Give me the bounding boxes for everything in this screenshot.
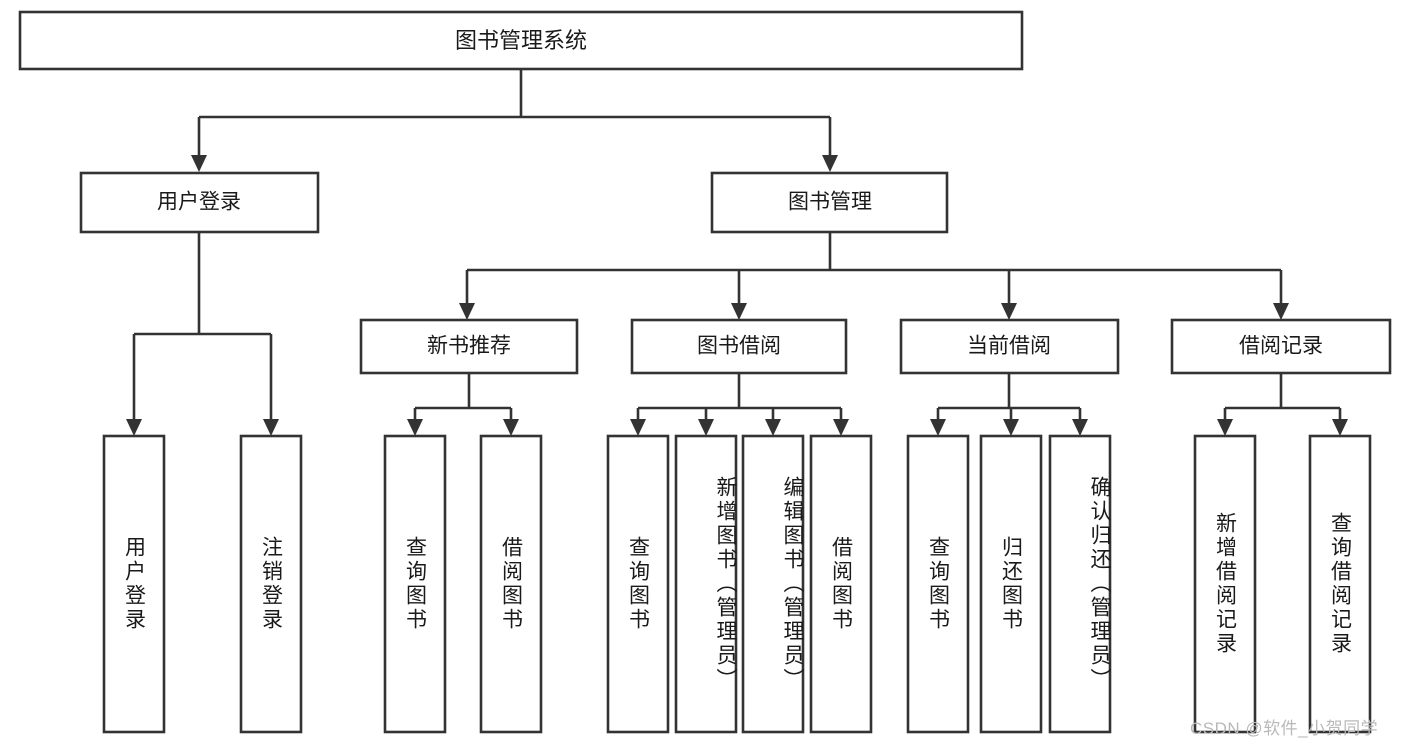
node-box-nbr-borrow-book[interactable] (479, 434, 543, 734)
node-box-book-borrow[interactable] (630, 318, 848, 375)
node-box-cb-query-book[interactable] (906, 434, 970, 734)
node-box-root[interactable] (18, 10, 1024, 71)
node-box-book-management[interactable] (710, 171, 949, 234)
arrow-cb-child-3 (1072, 419, 1088, 436)
arrow-bb-child-2 (698, 419, 714, 436)
arrow-bm-to-book-borrow (731, 303, 747, 320)
node-label-user-login: 用户登录 (157, 191, 241, 214)
node-label-book-management: 图书管理 (788, 191, 872, 214)
arrow-cb-child-1 (930, 419, 946, 436)
arrow-bm-to-current-borrow (1001, 303, 1017, 320)
arrow-nbr-child-2 (503, 419, 519, 436)
node-box-br-query-record[interactable] (1308, 434, 1372, 734)
arrow-bb-child-1 (630, 419, 646, 436)
arrow-nbr-child-1 (407, 419, 423, 436)
node-box-user-logout[interactable] (239, 434, 303, 734)
node-box-bb-query-book[interactable] (606, 434, 670, 734)
watermark-text: CSDN @软件_小贺同学 (1190, 719, 1379, 738)
node-box-cb-return-book[interactable] (979, 434, 1043, 734)
arrow-cb-child-2 (1003, 419, 1019, 436)
node-box-nbr-query-book[interactable] (383, 434, 447, 734)
node-box-user-login-do[interactable] (102, 434, 166, 734)
node-label-new-book-recommend: 新书推荐 (427, 335, 511, 358)
node-box-br-add-record[interactable] (1193, 434, 1257, 734)
arrow-br-child-1 (1217, 419, 1233, 436)
node-box-current-borrow[interactable] (899, 318, 1120, 375)
node-label-book-borrow: 图书借阅 (697, 335, 781, 358)
node-box-bb-borrow-book[interactable] (809, 434, 873, 734)
node-label-borrow-records: 借阅记录 (1239, 335, 1323, 358)
node-label-current-borrow: 当前借阅 (967, 335, 1051, 358)
arrow-root-to-user-login (191, 155, 207, 172)
arrow-bm-to-new-book-recommend (459, 303, 475, 320)
arrow-bb-child-3 (765, 419, 781, 436)
node-layer: 图书管理系统 用户登录 图书管理 新书推荐 图书借阅 当前借阅 借阅记录 (18, 10, 1392, 734)
node-box-cb-confirm-return[interactable] (1048, 434, 1112, 734)
node-box-bb-add-book[interactable] (674, 434, 738, 734)
node-label-root: 图书管理系统 (455, 28, 587, 53)
node-box-borrow-records[interactable] (1170, 318, 1392, 375)
arrow-root-to-book-management (822, 155, 838, 172)
arrow-user-login-child-2 (263, 419, 279, 436)
node-box-user-login[interactable] (79, 171, 320, 234)
node-box-new-book-recommend[interactable] (359, 318, 579, 375)
connector-layer (126, 69, 1348, 436)
node-box-bb-edit-book[interactable] (741, 434, 805, 734)
arrow-bm-to-borrow-records (1273, 303, 1289, 320)
arrow-br-child-2 (1332, 419, 1348, 436)
arrow-user-login-child-1 (126, 419, 142, 436)
arrow-bb-child-4 (833, 419, 849, 436)
